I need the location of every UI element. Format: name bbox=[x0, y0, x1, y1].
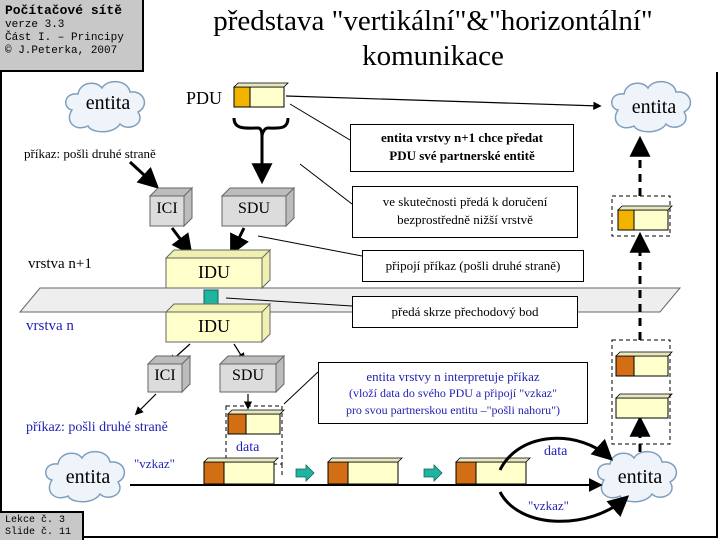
entity-label-bottom-left: entita bbox=[65, 466, 111, 488]
ici-bottom-shape bbox=[147, 363, 183, 393]
arrow-command-to-ici bbox=[128, 160, 160, 189]
idu-top-label: IDU bbox=[198, 262, 230, 282]
callout-deliver-lower: ve skutečnosti předá k doručení bezprost… bbox=[352, 186, 578, 238]
slide-number: Slide č. 11 bbox=[5, 527, 72, 538]
copyright-text: © J.Peterka, 2007 bbox=[5, 45, 118, 57]
sap-connector bbox=[203, 289, 219, 305]
entity-label-bottom-right: entita bbox=[617, 466, 663, 488]
vzkaz-label-right: "vzkaz" bbox=[528, 498, 569, 513]
slide-footer: Lekce č. 3 Slide č. 11 bbox=[0, 511, 84, 540]
callout1-line1: entita vrstvy n+1 chce předat bbox=[381, 130, 543, 145]
layer-n-label: vrstva n bbox=[26, 318, 74, 334]
teal-arrow-1 bbox=[295, 464, 315, 482]
entity-label-top-left: entita bbox=[85, 92, 131, 114]
callout2-pointer bbox=[299, 163, 353, 205]
pdu-top-block bbox=[233, 82, 289, 108]
part-text: Část I. – Principy bbox=[5, 32, 124, 44]
course-title: Počítačové sítě bbox=[5, 3, 123, 18]
callout3-text: připojí příkaz (pošli druhé straně) bbox=[385, 258, 561, 273]
pdu-virtual-arrow bbox=[285, 95, 602, 110]
entity-label-top-right: entita bbox=[631, 96, 677, 118]
callout5-pointer bbox=[283, 371, 319, 405]
curve-vzkaz-arrow bbox=[498, 491, 630, 523]
ici-top-label: ICI bbox=[156, 200, 178, 217]
callout3-pointer bbox=[257, 235, 363, 257]
callout5-line2: (vloží data do svého PDU a připojí "vzka… bbox=[348, 386, 558, 400]
slide-title-line1: představa "vertikální"&"horizontální" bbox=[213, 5, 653, 37]
right-pdu-orange bbox=[615, 351, 673, 377]
callout-attach-command: připojí příkaz (pošli druhé straně) bbox=[362, 250, 584, 282]
frame-pdu-3 bbox=[455, 457, 531, 485]
curve-data-arrow bbox=[498, 436, 614, 471]
data-pdu-small bbox=[227, 409, 285, 435]
callout1-pointer bbox=[289, 103, 351, 141]
version-text: verze 3.3 bbox=[5, 19, 65, 31]
callout1-line2: PDU své partnerské entitě bbox=[389, 148, 535, 163]
slide-title: představa "vertikální"&"horizontální" ko… bbox=[148, 4, 718, 74]
callout2-line2: bezprostředně nižší vrstvě bbox=[397, 212, 533, 227]
callout-pass-sap: předá skrze přechodový bod bbox=[352, 296, 578, 328]
vzkaz-label-left: "vzkaz" bbox=[134, 456, 175, 471]
data-label-left: data bbox=[236, 440, 260, 455]
callout5-line1: entita vrstvy n interpretuje příkaz bbox=[366, 369, 540, 384]
command-label-bottom: příkaz: pošli druhé straně bbox=[26, 420, 168, 435]
command-label-top: příkaz: pošli druhé straně bbox=[24, 146, 156, 161]
callout-interpret-command: entita vrstvy n interpretuje příkaz (vlo… bbox=[318, 362, 588, 424]
callout2-line1: ve skutečnosti předá k doručení bbox=[382, 194, 548, 209]
right-pdu-yellow bbox=[617, 205, 673, 231]
slide-title-line2: komunikace bbox=[362, 40, 504, 72]
layer-n1-label: vrstva n+1 bbox=[28, 256, 92, 272]
callout-pdu-intent: entita vrstvy n+1 chce předat PDU své pa… bbox=[350, 124, 574, 172]
ici-bottom-label: ICI bbox=[154, 367, 176, 384]
frame-pdu-2 bbox=[327, 457, 403, 485]
arrow-ici-to-idu bbox=[170, 227, 193, 256]
callout4-text: předá skrze přechodový bod bbox=[391, 304, 539, 319]
lesson-number: Lekce č. 3 bbox=[5, 515, 66, 526]
pdu-label: PDU bbox=[186, 88, 223, 108]
idu-bottom-label: IDU bbox=[198, 316, 230, 336]
layer-boundary-plane bbox=[18, 287, 682, 313]
arrow-sdu-to-idu bbox=[230, 227, 249, 256]
teal-arrow-2 bbox=[423, 464, 443, 482]
course-info-box: Počítačové sítě verze 3.3 Část I. – Prin… bbox=[0, 0, 144, 72]
brace bbox=[232, 117, 290, 137]
sdu-bottom-label: SDU bbox=[231, 367, 264, 384]
sdu-top-label: SDU bbox=[237, 200, 270, 217]
callout4-pointer bbox=[225, 297, 353, 307]
data-label-right: data bbox=[544, 444, 568, 459]
callout5-line3: pro svou partnerskou entitu –"pošli naho… bbox=[345, 403, 561, 417]
arrow-ici-to-command bbox=[134, 393, 157, 416]
slide-frame bbox=[0, 72, 718, 538]
frame-pdu-1 bbox=[203, 457, 279, 485]
right-body-block bbox=[615, 397, 669, 419]
